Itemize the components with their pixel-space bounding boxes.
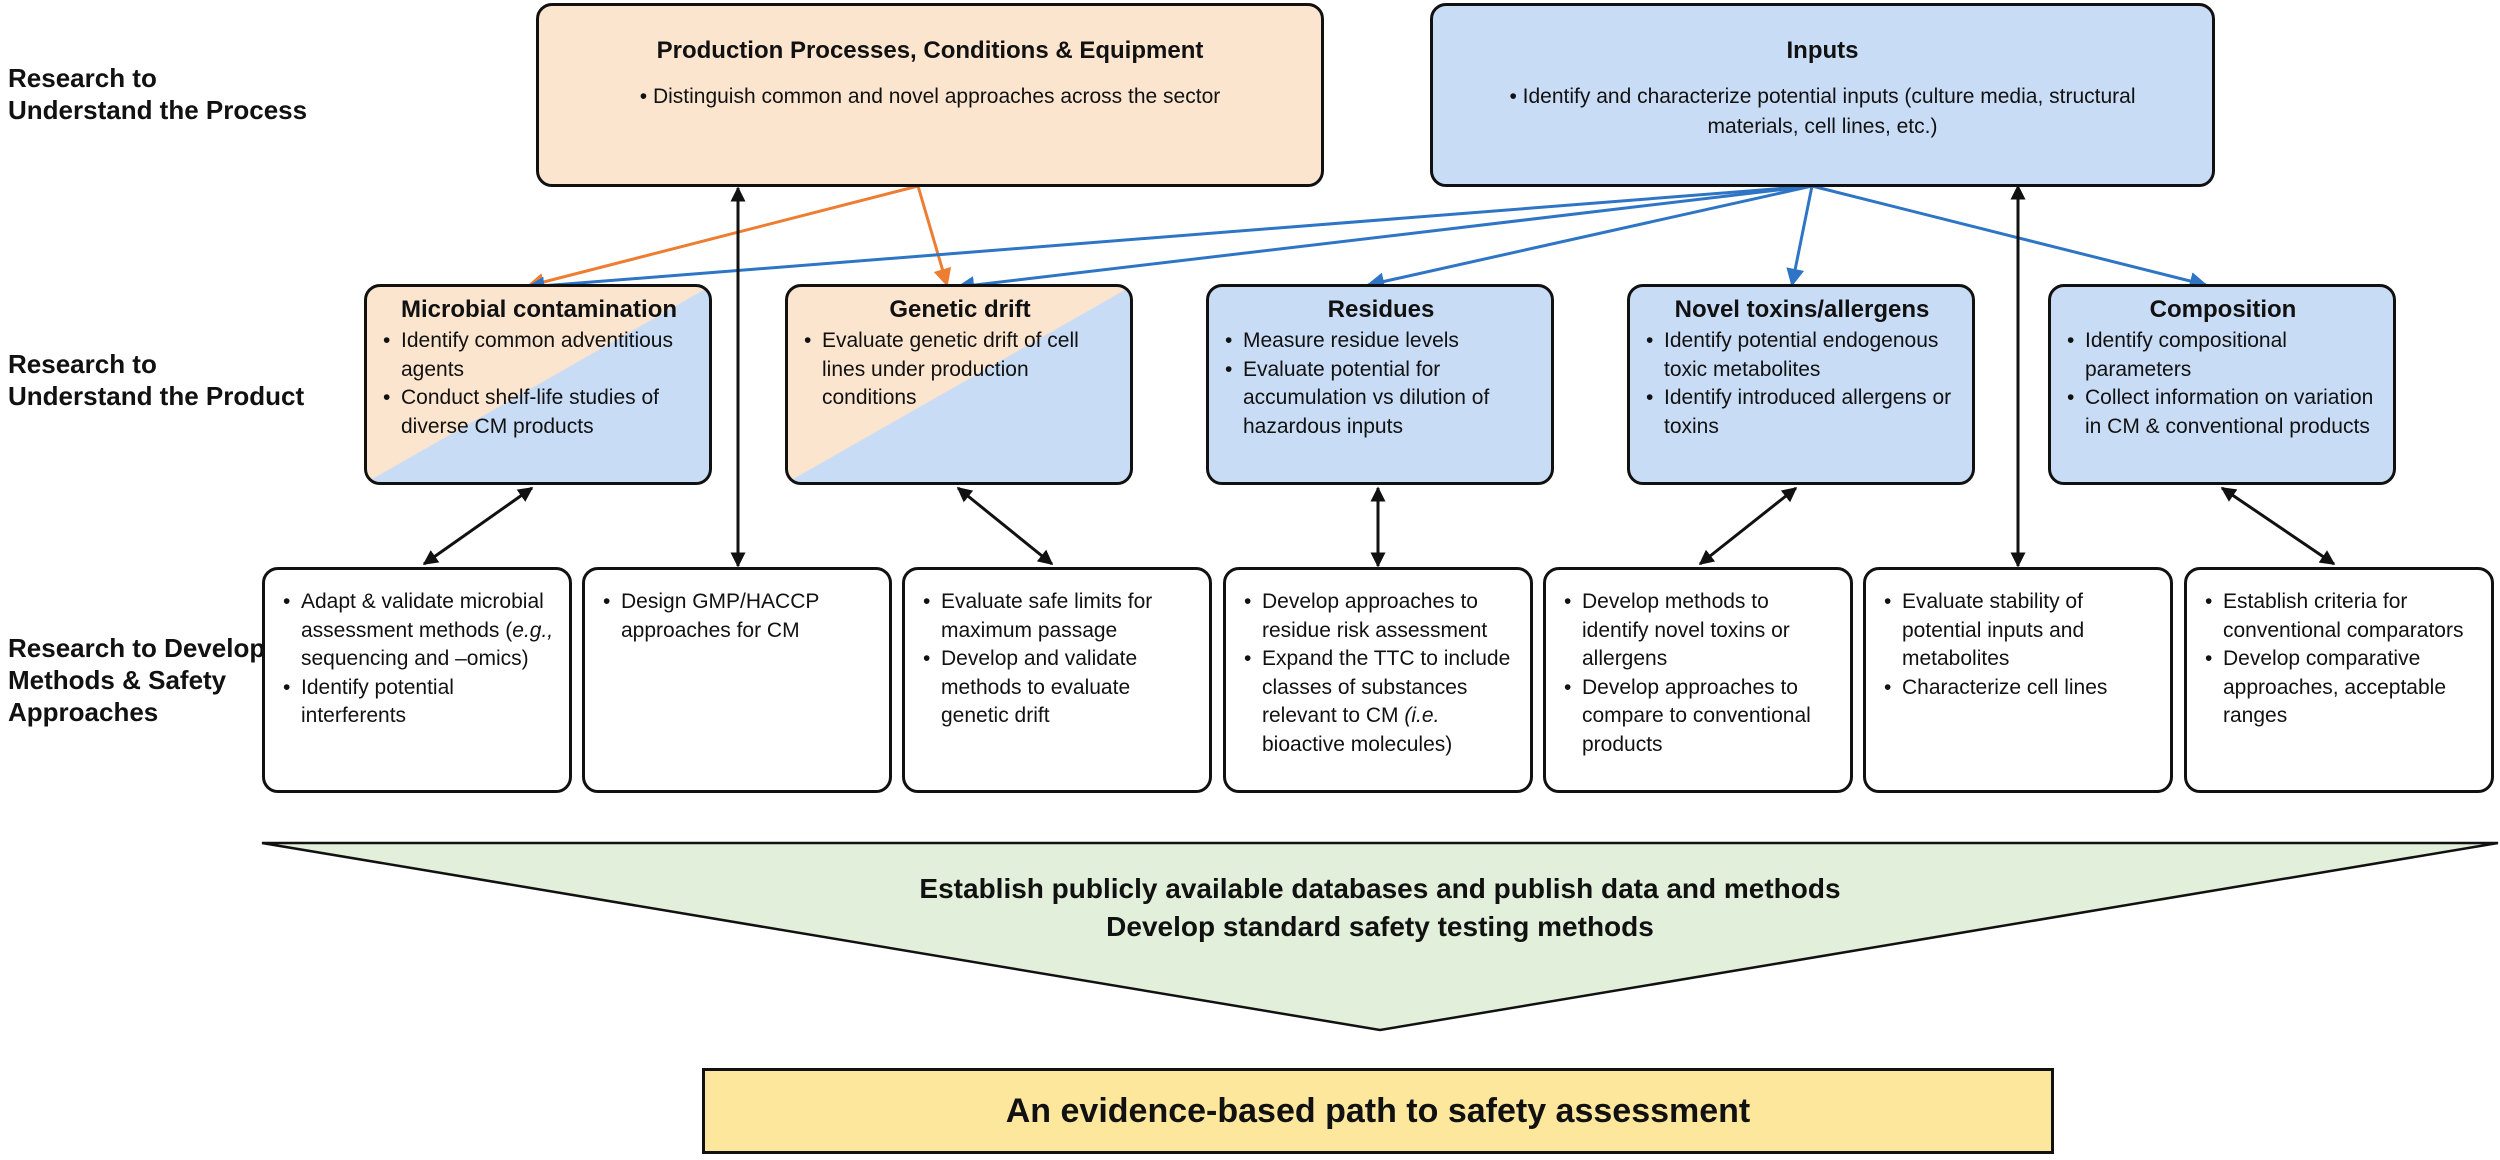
method-residues-bullet-1: Develop approaches to residue risk asses… — [1244, 588, 1520, 645]
novel-toxins-bullet-2: Identify introduced allergens or toxins — [1646, 384, 1962, 441]
genetic-drift-title: Genetic drift — [889, 296, 1031, 323]
link-microbial-to-methods — [422, 486, 534, 566]
novel-toxins-box: Novel toxins/allergens Identify potentia… — [1627, 284, 1975, 485]
inputs-box: Inputs • Identify and characterize poten… — [1430, 3, 2215, 187]
arrow-process-to-genetic — [916, 185, 952, 287]
production-processes-bullet: • Distinguish common and novel approache… — [639, 85, 1221, 108]
method-residues-bullet-2: Expand the TTC to include classes of sub… — [1244, 645, 1520, 759]
arrow-inputs-to-genetic — [956, 184, 1813, 295]
link-toxins-to-methods — [1698, 486, 1798, 566]
arrow-inputs-to-residues — [1366, 184, 1813, 291]
row-label-process: Research to Understand the Process — [8, 63, 308, 125]
novel-toxins-bullet-1: Identify potential endogenous toxic meta… — [1646, 327, 1962, 384]
triangle-line-1: Establish publicly available databases a… — [919, 873, 1841, 904]
production-processes-box: Production Processes, Conditions & Equip… — [536, 3, 1324, 187]
method-stability-bullet-1: Evaluate stability of potential inputs a… — [1884, 588, 2160, 674]
method-toxins-bullet-2: Develop approaches to compare to convent… — [1564, 674, 1840, 760]
link-composition-to-methods — [2220, 486, 2336, 566]
method-genetic-bullet-2: Develop and validate methods to evaluate… — [923, 645, 1199, 731]
triangle-text: Establish publicly available databases a… — [260, 870, 2500, 946]
residues-bullet-1: Measure residue levels — [1225, 327, 1541, 356]
method-box-gmp: Design GMP/HACCP approaches for CM — [582, 567, 892, 793]
row-label-methods: Research to Develop Methods & Safety App… — [8, 633, 266, 727]
microbial-contamination-box: Microbial contamination Identify common … — [364, 284, 712, 485]
residues-bullet-2: Evaluate potential for accumulation vs d… — [1225, 356, 1541, 442]
method-box-genetic: Evaluate safe limits for maximum passage… — [902, 567, 1212, 793]
method-box-composition: Establish criteria for conventional comp… — [2184, 567, 2494, 793]
triangle-line-2: Develop standard safety testing methods — [1106, 911, 1654, 942]
genetic-drift-box: Genetic drift Evaluate genetic drift of … — [785, 284, 1133, 485]
method-box-toxins: Develop methods to identify novel toxins… — [1543, 567, 1853, 793]
method-box-residues: Develop approaches to residue risk asses… — [1223, 567, 1533, 793]
method-composition-bullet-1: Establish criteria for conventional comp… — [2205, 588, 2481, 645]
composition-bullet-2: Collect information on variation in CM &… — [2067, 384, 2383, 441]
genetic-drift-bullet-1: Evaluate genetic drift of cell lines und… — [804, 327, 1120, 413]
composition-box: Composition Identify compositional param… — [2048, 284, 2396, 485]
row-label-product: Research to Understand the Product — [8, 349, 305, 411]
method-toxins-bullet-1: Develop methods to identify novel toxins… — [1564, 588, 1840, 674]
method-microbial-bullet-2: Identify potential interferents — [283, 674, 559, 731]
composition-bullet-1: Identify compositional parameters — [2067, 327, 2383, 384]
method-box-microbial: Adapt & validate microbial assessment me… — [262, 567, 572, 793]
residues-title: Residues — [1327, 296, 1435, 323]
method-box-stability: Evaluate stability of potential inputs a… — [1863, 567, 2173, 793]
composition-title: Composition — [2149, 296, 2297, 323]
method-stability-bullet-2: Characterize cell lines — [1884, 674, 2160, 703]
arrow-inputs-to-composition — [1811, 184, 2208, 290]
evidence-path-box: An evidence-based path to safety assessm… — [702, 1068, 2054, 1154]
novel-toxins-title: Novel toxins/allergens — [1674, 296, 1930, 323]
method-composition-bullet-2: Develop comparative approaches, acceptab… — [2205, 645, 2481, 731]
microbial-bullet-2: Conduct shelf-life studies of diverse CM… — [383, 384, 699, 441]
inputs-bullet: • Identify and characterize potential in… — [1509, 85, 2136, 138]
arrow-inputs-to-toxins — [1786, 185, 1814, 287]
method-gmp-bullet-1: Design GMP/HACCP approaches for CM — [603, 588, 879, 645]
outcome-triangle — [261, 841, 2499, 1032]
production-processes-title: Production Processes, Conditions & Equip… — [656, 37, 1204, 64]
link-genetic-to-methods — [956, 486, 1054, 566]
inputs-title: Inputs — [1786, 37, 1859, 64]
arrow-process-to-microbial — [526, 184, 919, 291]
microbial-bullet-1: Identify common adventitious agents — [383, 327, 699, 384]
residues-box: Residues Measure residue levels Evaluate… — [1206, 284, 1554, 485]
method-genetic-bullet-1: Evaluate safe limits for maximum passage — [923, 588, 1199, 645]
method-microbial-bullet-1: Adapt & validate microbial assessment me… — [283, 588, 559, 674]
microbial-contamination-title: Microbial contamination — [400, 296, 678, 323]
